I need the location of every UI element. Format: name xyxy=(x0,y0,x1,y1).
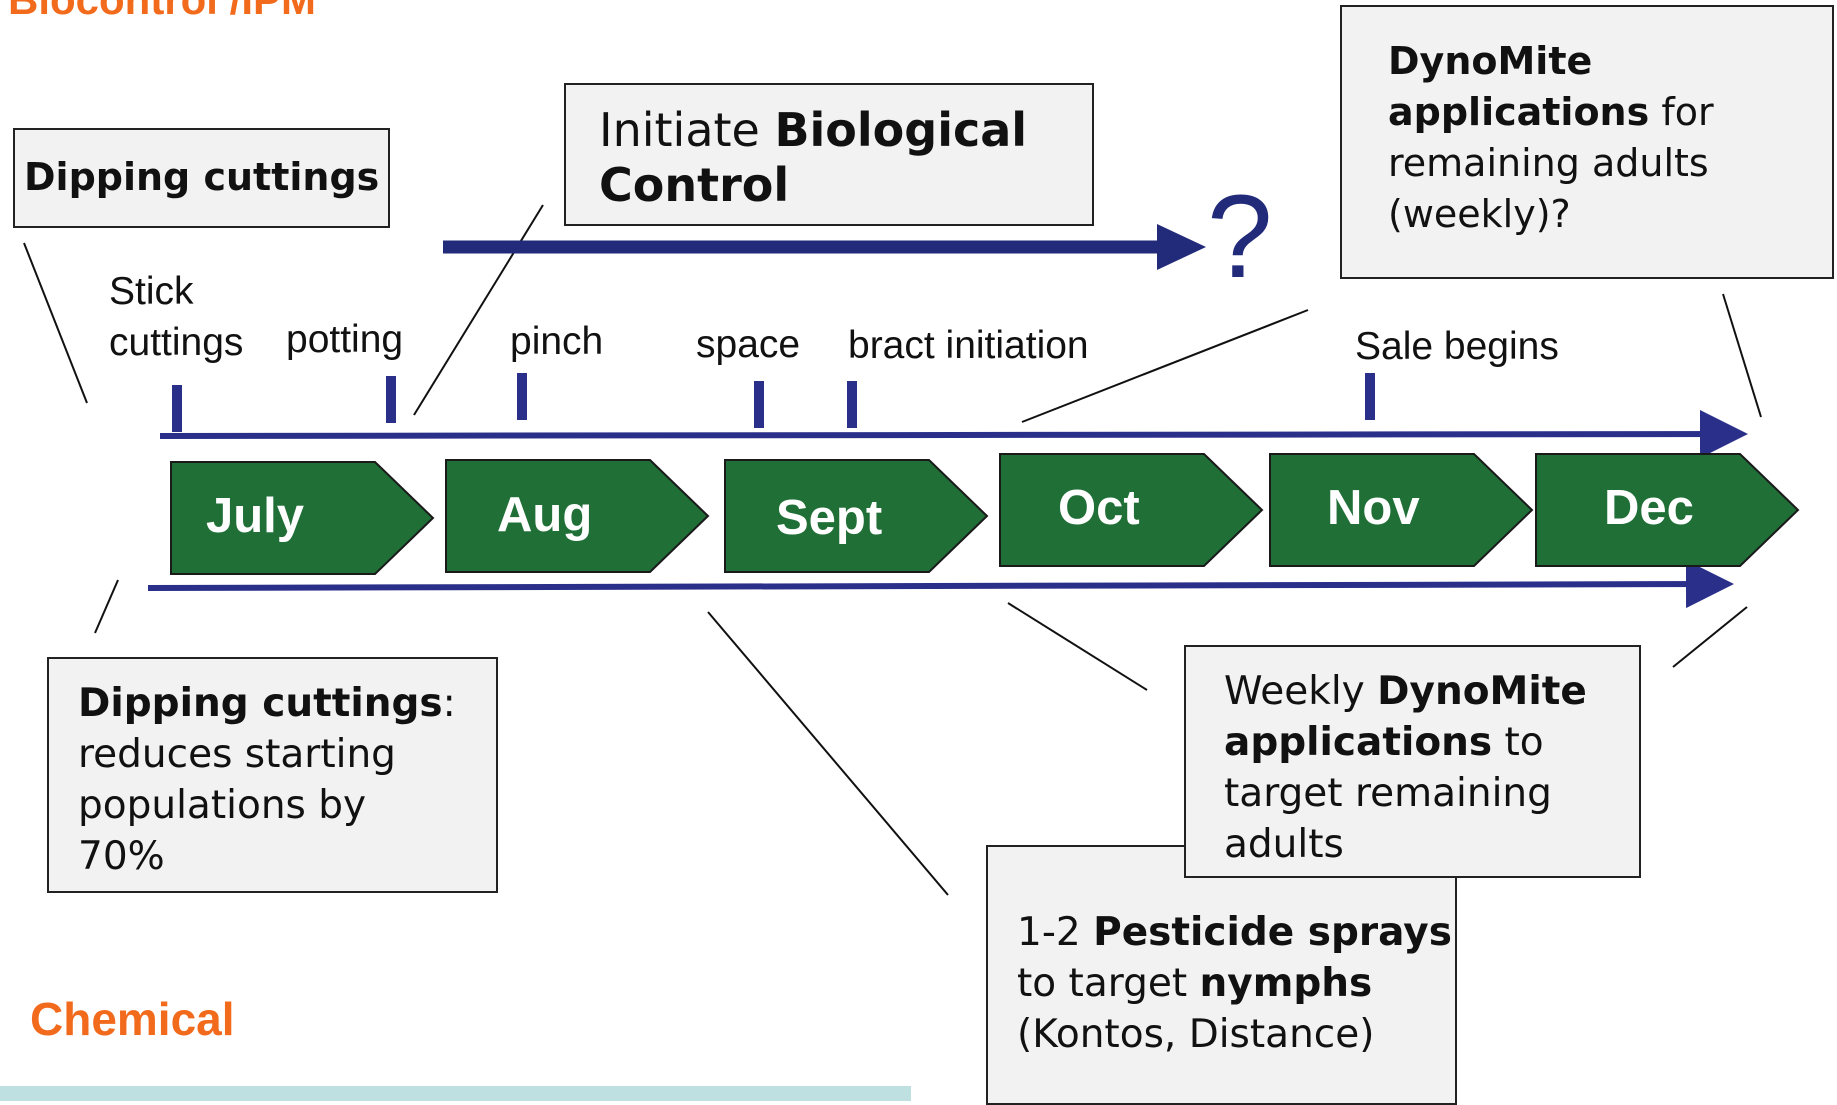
dynomite-top-line4: (weekly)? xyxy=(1388,192,1571,236)
connector-pesticide xyxy=(707,611,949,896)
pesticide-count: 1-2 xyxy=(1017,910,1094,955)
section-title-biocontrol: Biocontrol /IPM xyxy=(8,0,316,24)
dipping-bottom-title: Dipping cuttings xyxy=(78,681,443,726)
weekly-line1: Weekly DynoMite xyxy=(1224,669,1587,714)
dipping-top-title: Dipping cuttings xyxy=(24,155,380,199)
pesticide-line2: to target nymphs xyxy=(1017,961,1372,1006)
lower-timeline-arrow xyxy=(147,560,1734,609)
weekly-to: to xyxy=(1492,720,1544,765)
pesticide-nymphs: nymphs xyxy=(1199,961,1373,1006)
question-mark: ? xyxy=(1207,171,1273,303)
dynomite-top-line3: remaining adults xyxy=(1388,141,1709,185)
month-label-dec: Dec xyxy=(1604,481,1694,535)
stage-label-cuttings: cuttings xyxy=(109,321,244,364)
weekly-dynomite-box: Weekly DynoMite applications to target r… xyxy=(1184,645,1641,878)
dynomite-top-for: for xyxy=(1649,90,1714,134)
dipping-bottom-line2: reduces starting xyxy=(78,732,396,777)
connector-dipping-bottom xyxy=(94,579,119,634)
month-chevron-oct xyxy=(999,453,1264,567)
upper-timeline-arrow xyxy=(159,410,1748,459)
stage-label-bract-initiation: bract initiation xyxy=(848,324,1089,367)
weekly-line2: applications to xyxy=(1224,720,1544,765)
month-chevron-aug xyxy=(445,459,710,573)
stage-label-stick: Stick xyxy=(109,270,194,313)
weekly-dynomite: DynoMite xyxy=(1377,669,1587,714)
pesticide-sprays: Pesticide sprays xyxy=(1093,910,1452,955)
connector-dynomite-top-b xyxy=(1722,293,1762,418)
dipping-bottom-line4: 70% xyxy=(78,834,165,879)
stage-label-space: space xyxy=(696,323,801,366)
biological-control-box: Initiate Biological Control xyxy=(564,83,1094,226)
pesticide-sprays-box: 1-2 Pesticide sprays to target nymphs (K… xyxy=(986,845,1457,1105)
weekly-line3: target remaining xyxy=(1224,771,1552,816)
dipping-cuttings-top-box: Dipping cuttings xyxy=(13,128,390,228)
dipping-bottom-colon: : xyxy=(442,681,456,726)
pesticide-line3: (Kontos, Distance) xyxy=(1017,1012,1375,1057)
stage-label-sale-begins: Sale begins xyxy=(1355,325,1559,368)
bio-control-line2: Control xyxy=(599,158,790,212)
connector-dynomite-top-a xyxy=(1021,309,1309,423)
connector-bio-control xyxy=(413,204,544,416)
stage-label-pinch: pinch xyxy=(510,320,604,363)
month-label-sept: Sept xyxy=(776,491,883,545)
connector-weekly-b xyxy=(1672,606,1748,668)
stage-label-potting: potting xyxy=(286,318,404,361)
pesticide-line1: 1-2 Pesticide sprays xyxy=(1017,910,1452,955)
dynomite-top-box: DynoMite applications for remaining adul… xyxy=(1340,5,1834,279)
bio-control-biological: Biological xyxy=(774,103,1028,157)
bio-control-arrowhead xyxy=(1157,224,1206,270)
weekly-applications: applications xyxy=(1224,720,1493,765)
dynomite-top-line1: DynoMite xyxy=(1388,39,1593,83)
month-label-oct: Oct xyxy=(1058,481,1140,535)
dipping-bottom-line3: populations by xyxy=(78,783,367,828)
bio-control-line1: Initiate Biological xyxy=(599,103,1027,157)
weekly-line4: adults xyxy=(1224,822,1344,867)
month-label-aug: Aug xyxy=(497,488,593,542)
month-chevron-sept xyxy=(724,459,989,573)
weekly-weekly: Weekly xyxy=(1224,669,1378,714)
dipping-bottom-line1: Dipping cuttings: xyxy=(78,681,456,726)
dipping-cuttings-bottom-box: Dipping cuttings: reduces starting popul… xyxy=(47,657,498,893)
pesticide-to-target: to target xyxy=(1017,961,1200,1006)
section-title-chemical: Chemical xyxy=(30,993,235,1045)
month-chevron-july xyxy=(170,461,435,575)
connector-weekly-a xyxy=(1007,602,1148,691)
month-chevron-dec xyxy=(1535,453,1800,567)
month-label-july: July xyxy=(206,489,305,543)
connector-dipping-top xyxy=(23,242,88,404)
bio-control-initiate: Initiate xyxy=(599,103,775,157)
dynomite-top-line2: applications for xyxy=(1388,90,1714,134)
bottom-band xyxy=(0,1086,911,1101)
month-chevron-nov xyxy=(1269,453,1534,567)
dynomite-top-applications: applications xyxy=(1388,90,1650,134)
month-label-nov: Nov xyxy=(1327,481,1420,535)
